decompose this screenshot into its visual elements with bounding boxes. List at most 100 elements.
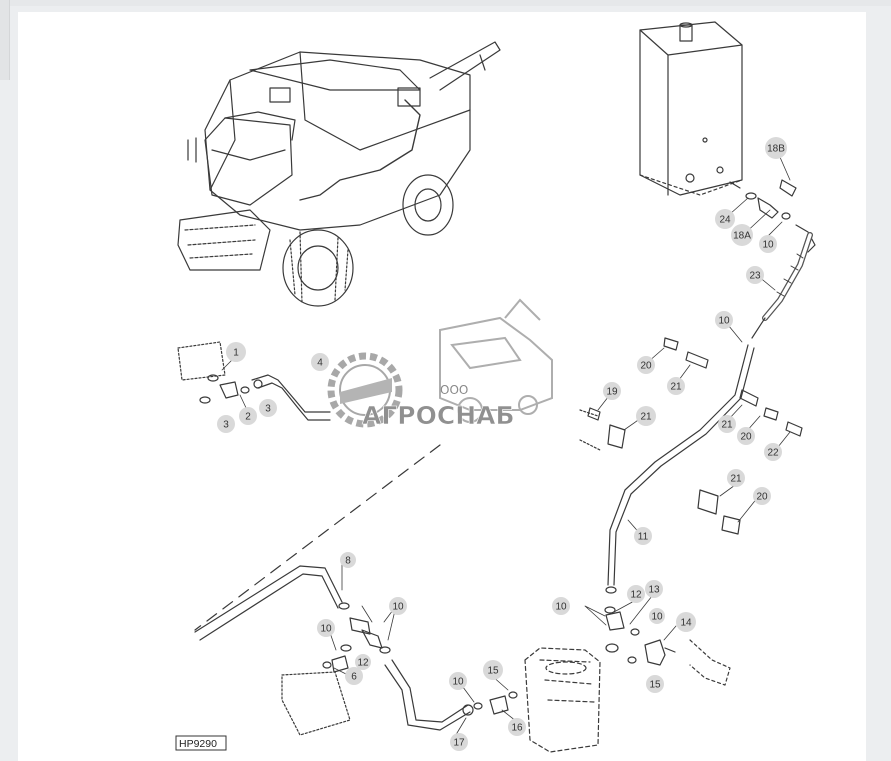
callout-number: 10 <box>320 624 332 635</box>
callout-number: 10 <box>452 677 464 688</box>
lower-left-fittings <box>281 617 391 736</box>
callout-number: 12 <box>630 590 642 601</box>
callout-c11: 11 <box>634 527 652 545</box>
callout-c6: 6 <box>345 667 363 685</box>
callout-c14: 14 <box>676 612 696 632</box>
callout-c20c: 20 <box>753 487 771 505</box>
callout-c19: 19 <box>603 382 621 400</box>
callout-bubble <box>646 675 664 693</box>
callout-number: 16 <box>511 723 523 734</box>
callout-c17: 17 <box>450 733 468 751</box>
callout-bubble <box>764 443 782 461</box>
tank-fittings <box>745 179 816 253</box>
hydraulic-tank <box>639 21 743 196</box>
callout-c8: 8 <box>340 552 356 568</box>
callout-c15a: 15 <box>483 660 503 680</box>
callout-bubble <box>508 718 526 736</box>
callout-c21b: 21 <box>636 406 656 426</box>
callout-c21a: 21 <box>667 377 685 395</box>
callout-c16: 16 <box>508 718 526 736</box>
callout-bubble <box>389 597 407 615</box>
callout-number: 18A <box>733 231 751 242</box>
callout-bubble <box>259 399 277 417</box>
callout-number: 14 <box>680 618 692 629</box>
figure-id-box <box>175 735 227 751</box>
callout-number: 19 <box>606 387 618 398</box>
callout-number: 15 <box>649 680 661 691</box>
watermark-company-prefix: ООО <box>440 383 468 397</box>
callout-number: 10 <box>651 612 663 623</box>
callout-number: 4 <box>317 358 323 369</box>
callout-number: 6 <box>351 672 357 683</box>
callout-bubble <box>667 377 685 395</box>
page-top-band <box>0 0 891 6</box>
callout-number: 3 <box>223 420 229 431</box>
combine-silhouette-icon <box>439 298 553 423</box>
callout-c18b: 18B <box>765 137 787 159</box>
callout-bubble <box>645 580 663 598</box>
callout-number: 20 <box>756 492 768 503</box>
callout-bubble <box>483 660 503 680</box>
callout-leader-lines <box>221 147 791 739</box>
gear-icon <box>327 352 403 428</box>
callout-number: 17 <box>453 738 465 749</box>
callout-c20b: 20 <box>737 427 755 445</box>
callout-c12b: 12 <box>627 585 645 603</box>
callout-c3b: 3 <box>259 399 277 417</box>
right-lower-fittings <box>604 606 731 686</box>
callout-bubble <box>449 672 467 690</box>
callout-number: 11 <box>638 532 649 543</box>
left-panel-strip <box>0 0 10 80</box>
callout-bubble <box>753 487 771 505</box>
inlet-pipe-assembly <box>177 341 331 421</box>
watermark-company-name: АГРОСНАБ <box>362 401 515 430</box>
callout-bubble <box>649 608 665 624</box>
callout-bubble <box>759 235 777 253</box>
callout-number: 21 <box>721 420 733 431</box>
callout-number: 10 <box>718 316 730 327</box>
callout-c10g: 10 <box>759 235 777 253</box>
callout-bubble <box>718 415 736 433</box>
callout-c10d: 10 <box>649 608 665 624</box>
callout-c21c: 21 <box>718 415 736 433</box>
callout-bubble <box>340 552 356 568</box>
callout-number: 21 <box>730 474 742 485</box>
callout-number: 22 <box>767 448 779 459</box>
callout-number: 3 <box>265 404 271 415</box>
callout-bubble <box>217 415 235 433</box>
callout-bubble <box>727 469 745 487</box>
callout-bubble <box>226 342 246 362</box>
callout-c24: 24 <box>715 209 735 229</box>
callout-bubble <box>676 612 696 632</box>
callout-number: 10 <box>762 240 774 251</box>
callout-bubble <box>737 427 755 445</box>
diagram-sheet <box>18 12 866 761</box>
callout-bubble <box>317 619 335 637</box>
callout-number: 24 <box>719 215 731 226</box>
callout-c21d: 21 <box>727 469 745 487</box>
callout-bubble <box>765 137 787 159</box>
flex-hose-23 <box>751 232 813 339</box>
callout-bubble <box>603 382 621 400</box>
callout-c13: 13 <box>645 580 663 598</box>
callout-number: 12 <box>357 658 369 669</box>
callout-number: 1 <box>233 348 239 359</box>
callout-c10a: 10 <box>317 619 335 637</box>
callout-c1: 1 <box>226 342 246 362</box>
callout-c10c: 10 <box>552 597 570 615</box>
steel-pipe-17 <box>384 659 474 731</box>
callout-c18a: 18A <box>731 224 753 246</box>
callout-c23: 23 <box>746 266 764 284</box>
callout-number: 8 <box>345 556 351 567</box>
callout-bubble <box>636 406 656 426</box>
callout-bubble <box>355 654 371 670</box>
filter-canister <box>524 647 601 753</box>
callout-bubble <box>746 266 764 284</box>
callout-c4: 4 <box>311 353 329 371</box>
callout-bubble <box>634 527 652 545</box>
callout-bubble <box>239 407 257 425</box>
callout-c10e: 10 <box>449 672 467 690</box>
lower-center-fittings <box>473 691 518 715</box>
